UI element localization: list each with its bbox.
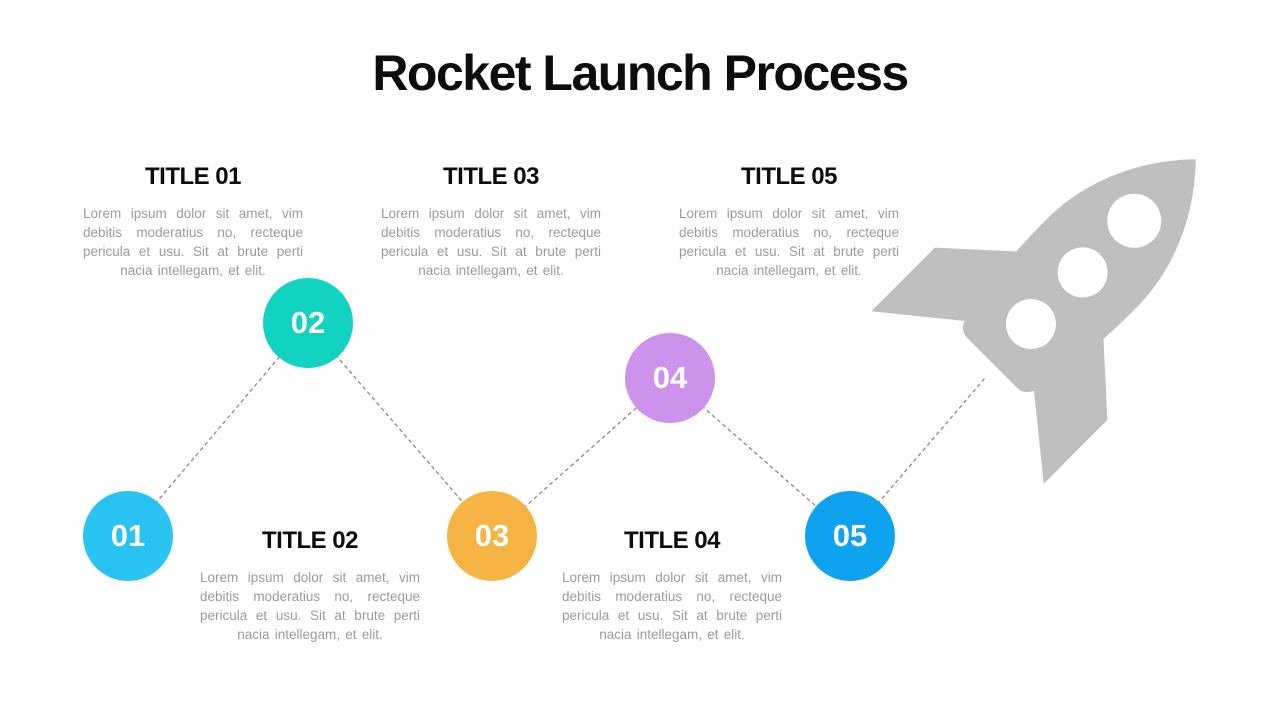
step-5-description: Lorem ipsum dolor sit amet, vim debitis … — [679, 206, 899, 278]
rocket-window-3 — [1005, 299, 1056, 350]
rocket-window-2 — [1057, 247, 1108, 298]
step-4-text: TITLE 04 Lorem ipsum dolor sit amet, vim… — [562, 527, 782, 644]
step-3-number: 03 — [474, 518, 510, 553]
step-1-title: TITLE 01 — [144, 163, 242, 190]
step-5-title: TITLE 05 — [740, 163, 838, 190]
rocket-body — [962, 159, 1196, 393]
step-1-description: Lorem ipsum dolor sit amet, vim debitis … — [83, 206, 303, 278]
slide-title: Rocket Launch Process — [372, 45, 909, 101]
step-1-text: TITLE 01 Lorem ipsum dolor sit amet, vim… — [83, 163, 303, 280]
step-1-number: 01 — [110, 518, 146, 553]
step-5-marker: 05 — [805, 491, 895, 581]
step-2-number: 02 — [290, 305, 326, 340]
rocket-right-fin — [1033, 331, 1108, 484]
rocket-window-1 — [1107, 193, 1162, 248]
step-4-description: Lorem ipsum dolor sit amet, vim debitis … — [562, 570, 782, 642]
step-5-number: 05 — [832, 518, 868, 553]
step-4-number: 04 — [652, 360, 688, 395]
step-4-title: TITLE 04 — [623, 527, 721, 554]
step-3-title: TITLE 03 — [442, 163, 540, 190]
step-4-marker: 04 — [625, 333, 715, 423]
step-2-title: TITLE 02 — [261, 527, 359, 554]
step-2-marker: 02 — [263, 278, 353, 368]
step-1-marker: 01 — [83, 491, 173, 581]
step-3-text: TITLE 03 Lorem ipsum dolor sit amet, vim… — [381, 163, 601, 280]
step-2-description: Lorem ipsum dolor sit amet, vim debitis … — [200, 570, 420, 642]
step-3-marker: 03 — [447, 491, 537, 581]
step-3-description: Lorem ipsum dolor sit amet, vim debitis … — [381, 206, 601, 278]
step-5-text: TITLE 05 Lorem ipsum dolor sit amet, vim… — [679, 163, 899, 280]
step-2-text: TITLE 02 Lorem ipsum dolor sit amet, vim… — [200, 527, 420, 644]
rocket-icon — [871, 159, 1196, 484]
